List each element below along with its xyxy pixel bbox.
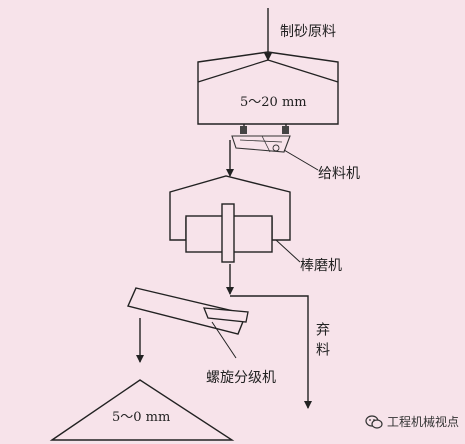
discard-label: 弃料: [314, 322, 330, 362]
spiral-classifier: [127, 287, 249, 335]
wechat-logo-icon: [365, 414, 383, 429]
bin-size-label: 5～20 mm: [240, 95, 307, 110]
product-size-label: 5～0 mm: [112, 410, 171, 425]
watermark-text: 工程机械视点: [386, 415, 459, 429]
watermark: 工程机械视点: [365, 413, 459, 430]
feeder-unit: [231, 124, 291, 153]
product-stockpile: [49, 379, 235, 441]
rod-mill-shaft: [221, 203, 235, 263]
discard-line: [230, 295, 312, 409]
raw-material-label: 制砂原料: [280, 24, 336, 40]
bin-roof-right: [267, 59, 339, 83]
classifier-leader: [211, 321, 237, 359]
spiral-classifier-label: 螺旋分级机: [206, 370, 276, 386]
storage-bin: [197, 51, 339, 125]
feeder-label: 给料机: [318, 166, 360, 182]
rod-mill-leader: [275, 239, 301, 263]
feeder-leader: [283, 149, 319, 171]
bin-roof-left: [197, 59, 269, 83]
rod-mill-label: 棒磨机: [300, 258, 342, 274]
